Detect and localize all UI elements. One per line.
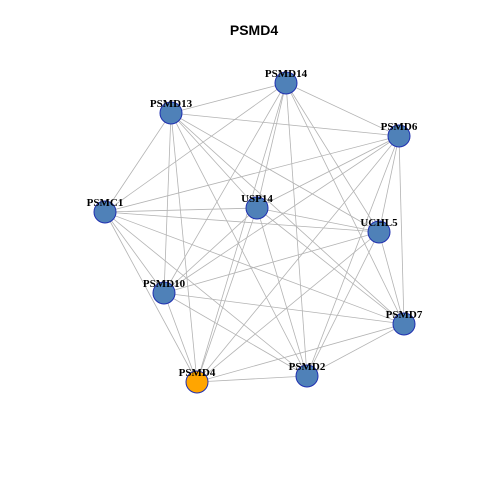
edge-psmd6-psmd4 xyxy=(196,135,400,383)
edge-psmd14-psmd2 xyxy=(285,82,308,377)
edge-psmd6-psmd7 xyxy=(398,135,405,325)
node-label-uchl5: UCHL5 xyxy=(360,217,398,229)
node-layer xyxy=(93,71,416,394)
edge-psmd13-usp14 xyxy=(170,112,258,209)
edge-uchl5-psmd10 xyxy=(163,231,380,294)
edge-psmd6-psmd2 xyxy=(306,135,400,377)
node-label-psmd4: PSMD4 xyxy=(179,367,216,379)
edge-psmd10-psmd7 xyxy=(163,292,405,325)
edge-psmd14-usp14 xyxy=(256,82,287,209)
edge-psmd13-psmd6 xyxy=(170,112,400,137)
node-uchl5[interactable] xyxy=(367,220,391,244)
edge-psmd13-psmc1 xyxy=(104,112,172,213)
edge-psmd13-psmd7 xyxy=(170,112,405,325)
edge-uchl5-psmd7 xyxy=(378,231,405,325)
edge-psmd7-psmd4 xyxy=(196,323,405,383)
node-psmd4[interactable] xyxy=(185,370,209,394)
edge-usp14-psmd7 xyxy=(256,207,405,325)
edge-psmd13-uchl5 xyxy=(170,112,380,233)
edge-psmd6-psmd10 xyxy=(163,135,400,294)
edge-psmd10-psmd4 xyxy=(163,292,198,383)
edge-psmd14-psmd7 xyxy=(285,82,405,325)
edge-psmc1-psmd2 xyxy=(104,211,308,377)
edge-psmd13-psmd10 xyxy=(163,112,172,294)
node-usp14[interactable] xyxy=(245,196,269,220)
edge-psmd10-psmd2 xyxy=(163,292,308,377)
node-label-psmd10: PSMD10 xyxy=(143,278,186,290)
node-psmd6[interactable] xyxy=(387,124,411,148)
node-label-psmc1: PSMC1 xyxy=(87,197,124,209)
edge-psmd6-usp14 xyxy=(256,135,400,209)
edge-usp14-psmd10 xyxy=(163,207,258,294)
edge-psmc1-psmd10 xyxy=(104,211,165,294)
node-label-psmd2: PSMD2 xyxy=(289,361,326,373)
node-label-psmd14: PSMD14 xyxy=(265,68,308,80)
edge-uchl5-psmd2 xyxy=(306,231,380,377)
node-psmd2[interactable] xyxy=(295,364,319,388)
edge-psmd14-psmd13 xyxy=(170,82,287,114)
edge-psmd13-psmd4 xyxy=(170,112,198,383)
edge-psmd4-psmd2 xyxy=(196,375,308,383)
edge-usp14-psmd4 xyxy=(196,207,258,383)
edge-psmd13-psmd2 xyxy=(170,112,308,377)
node-psmd10[interactable] xyxy=(152,281,176,305)
edge-psmd14-psmd4 xyxy=(196,82,287,383)
edge-psmd7-psmd2 xyxy=(306,323,405,377)
edge-psmd14-psmd6 xyxy=(285,82,400,137)
edge-uchl5-psmd4 xyxy=(196,231,380,383)
edge-psmd14-psmc1 xyxy=(104,82,287,213)
edge-usp14-psmd2 xyxy=(256,207,308,377)
node-label-psmd6: PSMD6 xyxy=(381,121,418,133)
edge-usp14-uchl5 xyxy=(256,207,380,233)
edge-psmd6-uchl5 xyxy=(378,135,400,233)
edge-psmc1-usp14 xyxy=(104,207,258,213)
edge-psmc1-psmd7 xyxy=(104,211,405,325)
node-label-psmd7: PSMD7 xyxy=(386,309,423,321)
node-psmc1[interactable] xyxy=(93,200,117,224)
edge-layer xyxy=(104,82,405,383)
node-label-usp14: USP14 xyxy=(241,193,273,205)
edge-psmc1-psmd4 xyxy=(104,211,198,383)
diagram-title: PSMD4 xyxy=(230,22,278,38)
edge-psmd6-psmc1 xyxy=(104,135,400,213)
node-psmd13[interactable] xyxy=(159,101,183,125)
edge-psmd14-psmd10 xyxy=(163,82,287,294)
node-psmd14[interactable] xyxy=(274,71,298,95)
node-psmd7[interactable] xyxy=(392,312,416,336)
node-label-psmd13: PSMD13 xyxy=(150,98,193,110)
edge-psmd14-uchl5 xyxy=(285,82,380,233)
